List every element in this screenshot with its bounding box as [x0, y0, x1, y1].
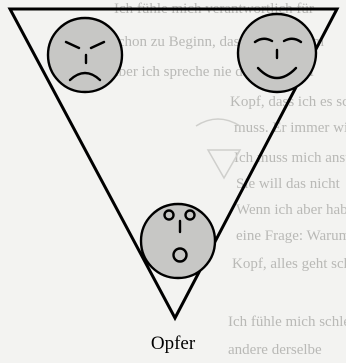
- sad-face-icon: [48, 18, 122, 92]
- background-line-9: eine Frage: Warum: [236, 228, 346, 244]
- background-line-6: Ich muss mich anstrengen,: [234, 150, 346, 166]
- smiling-face-icon: [238, 14, 316, 92]
- background-line-7: Sie will das nicht: [236, 176, 341, 192]
- background-line-5: muss. Er immer wieder sagt:: [234, 120, 346, 136]
- background-line-8: Wenn ich aber habe: [236, 202, 346, 218]
- victim-caption: Opfer: [0, 333, 346, 355]
- background-line-10: Kopf, alles geht schief: [232, 256, 346, 272]
- surprised-face-icon: [141, 204, 215, 278]
- background-line-12: Ich fühle mich schlecht: [228, 314, 346, 330]
